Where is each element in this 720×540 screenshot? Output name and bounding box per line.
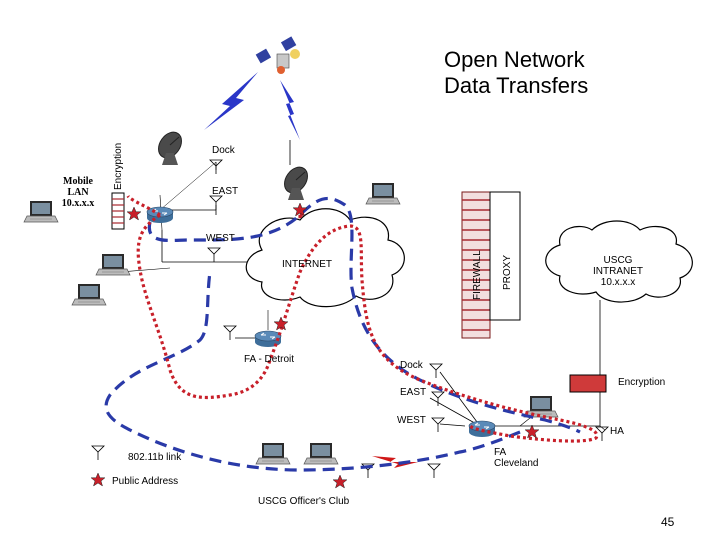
laptop-icon — [95, 253, 131, 276]
east-top-label: EAST — [212, 186, 239, 197]
laptop-icon — [71, 283, 107, 306]
laptop-icon — [255, 442, 291, 465]
fa-detroit-label: FA - Detroit — [244, 354, 295, 365]
lightning-bolt-icon — [204, 72, 258, 130]
officers-club-label: USCG Officer's Club — [258, 496, 350, 507]
antenna-icon — [207, 247, 221, 263]
uscg-intranet-label: USCG INTRANET 10.x.x.x — [593, 255, 643, 288]
lightning-bolt-icon — [372, 456, 418, 468]
antenna-icon — [209, 195, 223, 211]
encryption-top-label: Encryption — [113, 142, 124, 190]
lightning-bolt-icon — [280, 80, 300, 140]
antenna-icon — [91, 445, 105, 461]
antenna-icon — [427, 463, 441, 479]
encryption-box-top — [111, 192, 125, 230]
dock-top-label: Dock — [212, 145, 235, 156]
antenna-icon — [429, 363, 443, 379]
ha-label: HA — [610, 426, 624, 437]
antenna-icon — [595, 426, 609, 442]
antenna-icon — [431, 417, 445, 433]
internet-cloud — [245, 208, 405, 308]
blue-dashed-path — [104, 196, 581, 472]
page-title: Open Network Data Transfers — [444, 47, 589, 98]
red-dotted-path — [126, 194, 599, 443]
antenna-icon — [223, 325, 237, 341]
legend-public-label: Public Address — [112, 476, 179, 487]
public-address-star-icon — [90, 472, 106, 487]
intranet-cloud — [545, 220, 693, 303]
satellite-dish-icon — [153, 127, 187, 166]
firewall — [461, 191, 491, 339]
proxy-box — [489, 191, 521, 321]
public-address-star-icon — [524, 424, 540, 439]
laptop-icon — [303, 442, 339, 465]
proxy-label: PROXY — [502, 254, 513, 290]
mobile-lan-label: Mobile LAN 10.x.x.x — [61, 176, 95, 209]
antenna-icon — [431, 391, 445, 407]
firewall-label: FIREWALL — [472, 250, 483, 300]
west-top-label: WEST — [206, 233, 235, 244]
laptop-icon — [523, 395, 559, 418]
public-address-star-icon — [332, 474, 348, 489]
encryption-box-bottom — [569, 374, 607, 393]
laptop-icon — [23, 200, 59, 223]
east-bottom-label: EAST — [400, 387, 427, 398]
legend-link-label: 802.11b link — [128, 452, 182, 463]
satellite-icon — [255, 36, 300, 74]
internet-label: INTERNET — [282, 259, 332, 270]
fa-cleveland-label: FA Cleveland — [494, 447, 539, 469]
west-bottom-label: WEST — [397, 415, 426, 426]
public-address-star-icon — [126, 206, 142, 221]
page-number: 45 — [661, 515, 675, 529]
satellite-dish-icon — [279, 162, 313, 201]
encryption-bottom-label: Encryption — [618, 377, 666, 388]
laptop-icon — [365, 182, 401, 205]
dock-bottom-label: Dock — [400, 360, 423, 371]
